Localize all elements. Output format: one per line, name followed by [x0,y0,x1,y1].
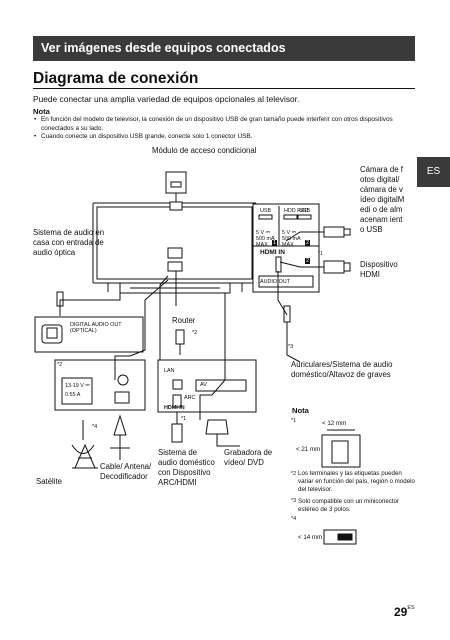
footnote-ref-4: *4 [291,516,297,522]
section-banner [33,36,415,61]
rear-av: AV [200,382,207,388]
headphone-plug-icon [283,305,301,363]
rear-hdmi-in: HDMI IN [164,405,185,411]
usb-plug-icon [323,226,351,238]
panel-hdmi-in: HDMI IN [260,249,285,256]
rear-arc: ARC [184,395,196,401]
notes-block: Nota En función del modelo de televisor,… [33,107,413,142]
notes-heading: Nota [33,107,50,116]
usb-dimension-drawing [323,529,357,545]
dimension-14mm: < 14 mm [298,534,323,541]
rear-voltage: 13-19 V ⎓ [65,383,90,389]
scart-cable-icon [205,419,240,447]
panel-usb-label: USB [260,208,272,214]
panel-usb-spec-2: 5 V ⎓ 500 mA MAX [282,230,301,249]
label-arc-audio: Sistema de audio doméstico con Dispositi… [158,448,215,487]
tv-side-panel [252,203,320,293]
label-home-audio-optical: Sistema de audio en casa con entrada de … [33,228,105,257]
page-title: Diagrama de conexión [33,70,199,87]
footnotes-heading: Nota [292,406,309,415]
section-banner-title: Ver imágenes desde equipos conectados [41,41,286,55]
router-footnote-ref: *2 [192,330,198,336]
label-router: Router [172,316,196,325]
label-hdmi-device: Dispositivo HDMI [360,260,398,279]
panel-port-2b: 2 [305,258,310,265]
language-tab: ES [417,157,450,187]
panel-usb-spec-1: 5 V ⎓ 500 mA MAX [256,230,275,249]
panel-audio-out: AUDIO OUT [260,279,290,285]
panel-hdd-rec-label: HDD REC [284,208,309,214]
footnote-text-2: Los terminales y las etiquetas pueden va… [298,470,415,493]
panel-port-2: 2 [305,240,310,247]
notes-list: En función del modelo de televisor, la c… [33,116,413,142]
satellite-footnote-ref: *4 [92,424,98,430]
footnote-ref-3: *3 [291,498,297,504]
note-item: En función del modelo de televisor, la c… [33,116,413,133]
rear-footnote-ref: *2 [57,362,63,368]
intro-text: Puede conectar una amplia variedad de eq… [33,94,300,104]
footnote-text-3: Solo compatible con un miniconector esté… [298,498,400,513]
hdmi-plug-icon [323,260,351,274]
label-usb-camera: Cámara de fotos digital/ cámara de vídeo… [360,165,405,234]
label-headphones: Auriculares/Sistema de audio doméstico/A… [291,360,393,379]
arc-footnote-ref: *1 [181,416,187,422]
router-plug-icon [175,329,185,355]
note-item: Cuando conecte un dispositivo USB grande… [33,133,413,142]
label-conditional-access-module: Módulo de acceso condicional [152,146,257,155]
panel-usb2-label: USB [299,208,311,214]
footnote-ref-2: *2 [291,471,297,477]
coaxial-cable-icon [110,414,130,460]
hdmi-cable-icon [171,412,183,443]
optical-port-label: DIGITAL AUDIO OUT (OPTICAL) [70,322,122,335]
rear-lan: LAN [164,368,175,374]
dimension-21mm: < 21 mm [296,446,321,453]
rear-current: 0.55 A [65,392,81,398]
headphone-footnote-ref: *3 [288,344,294,350]
label-satellite: Satélite [36,477,63,486]
dimension-12mm: < 12 mm [322,420,347,427]
footnote-ref-1: *1 [291,418,297,424]
title-divider [33,88,415,89]
label-cable-antenna: Cable/ Antena/ Decodificador [100,462,152,481]
svg-text:*1: *1 [318,251,323,257]
page-number: 29ES [394,605,415,619]
satellite-icon [71,420,98,469]
hdmi-dimension-drawing [321,429,361,468]
optical-plug-icon [56,291,64,316]
page-lang-suffix: ES [407,605,415,611]
label-video-recorder: Grabadora de vídeo/ DVD [224,448,273,467]
panel-port-1: 1 [272,240,277,247]
page-number-value: 29 [394,605,408,619]
optical-audio-box [34,316,144,353]
power-panel [54,359,146,411]
cam-module-icon [165,171,187,211]
rear-connector-panel [157,359,257,413]
